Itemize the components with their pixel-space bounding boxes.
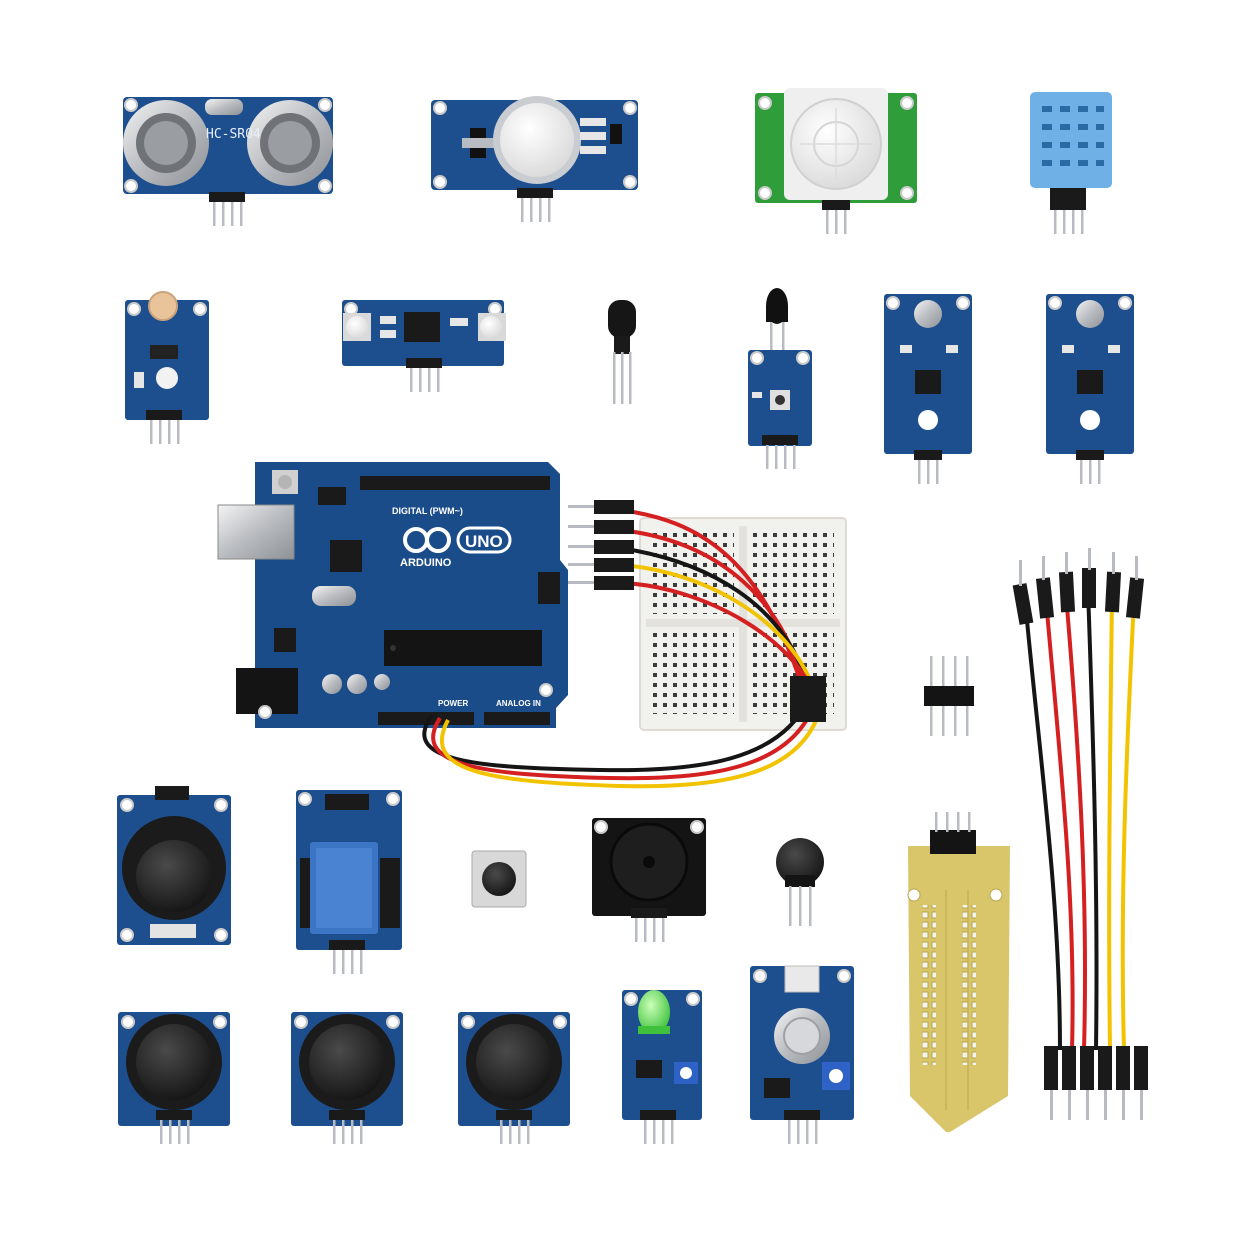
jumper-connectors [568,500,826,722]
tactile-button [471,850,527,908]
rotary-encoder-module [750,965,854,1144]
sound-sensor-2 [1046,294,1134,484]
buzzer-module [592,818,706,942]
pin-header [924,656,974,736]
button-module-2 [291,1012,403,1144]
soil-moisture-probe [907,812,1010,1132]
relay-module [296,790,402,974]
button-module-3 [458,1012,570,1144]
arduino-brand-label: ARDUINO [400,557,452,569]
ir-receiver [608,300,636,404]
ir-sensor-module [342,300,506,392]
power-header-label: POWER [438,699,468,708]
digital-header-label: DIGITAL (PWM~) [392,506,463,516]
led-module [622,990,702,1144]
joystick-module [117,786,231,945]
gas-sensor [431,96,638,222]
arduino-model-label: UNO [465,532,503,551]
jumper-wire-bundle [1012,548,1148,1120]
dht11-sensor [1030,92,1112,234]
pir-motion-sensor [755,88,917,234]
buzzer-part [776,838,824,926]
analog-header-label: ANALOG IN [496,699,541,708]
arduino-uno-board: DIGITAL (PWM~) UNO ARDUINO POWER ANALOG … [217,462,568,728]
ultrasonic-sensor: HC-SR04 [123,97,333,226]
button-module-1 [118,1012,230,1144]
flame-sensor [748,288,812,469]
ultrasonic-label: HC-SR04 [206,127,261,142]
photoresistor-module [125,291,209,444]
arduino-logo-icon [403,527,451,553]
sound-sensor-1 [884,294,972,484]
